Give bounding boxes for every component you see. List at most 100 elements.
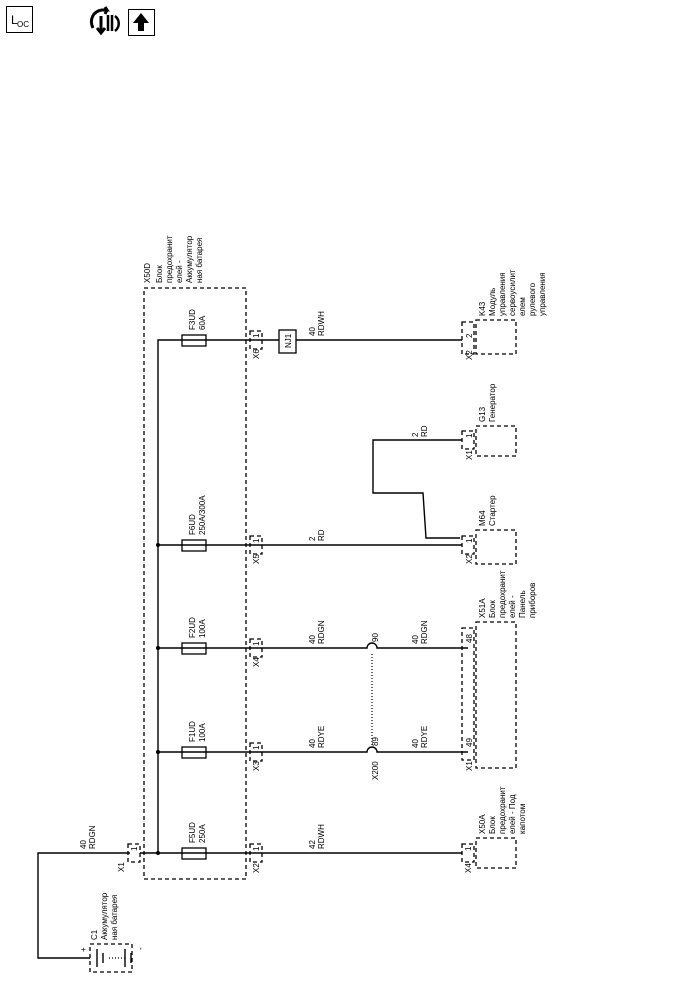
internal-bus — [140, 339, 182, 854]
fuse-block-name-4: Аккумулятор — [185, 235, 194, 283]
x51a-line1: Блок — [488, 600, 497, 618]
m64-pin: 1 — [465, 538, 474, 543]
wire-k43-color: RDWH — [317, 311, 326, 336]
battery-name-2: ная батарея — [110, 895, 119, 940]
wire-m64-size: 2 — [308, 536, 317, 541]
wire-rdye-after-color: RDYE — [420, 726, 429, 748]
k43-line4: елем — [518, 297, 527, 316]
fuse-f2ud-name: F2UD — [188, 617, 197, 638]
location-sublabel: OC — [17, 20, 29, 29]
input-pin: 1 — [130, 846, 139, 851]
x51a-line4: Панель — [518, 590, 527, 618]
x51a-pin-49: 49 — [465, 738, 474, 747]
connector-g13 — [461, 430, 475, 450]
battery-plus: + — [79, 947, 88, 952]
component-x50a — [475, 837, 517, 869]
fuse-f1ud-rating: 100A — [198, 723, 207, 742]
wire-rdgn-size: 40 — [308, 635, 317, 644]
connector-x50a — [461, 843, 475, 863]
g13-name: Генератор — [488, 383, 497, 422]
x50a-line3: елей - Под — [508, 794, 517, 834]
k43-line5: рулевого — [528, 282, 537, 316]
x200-ref: X200 — [371, 761, 380, 780]
g13-connector-ref: X1 — [465, 450, 474, 460]
connector-x6-pin: 1 — [252, 333, 261, 338]
k43-line1: Модуль — [488, 288, 497, 316]
x50a-line1: Блок — [488, 816, 497, 834]
fuse-block-name-2: предохранит — [165, 235, 174, 283]
wire-rdye-color: RDYE — [317, 726, 326, 748]
x50a-line4: капотом — [518, 804, 527, 834]
connector-x2-pin: 1 — [252, 846, 261, 851]
x51a-pin-48: 48 — [465, 634, 474, 643]
connector-x2-ref: X2 — [252, 863, 261, 873]
x200-pin-89: 89 — [371, 737, 380, 746]
wire-rdye-after-size: 40 — [411, 739, 420, 748]
x51a-connector-ref: X1 — [465, 761, 474, 771]
fuse-f3ud-rating: 60A — [198, 315, 207, 330]
input-connector-ref: X1 — [117, 862, 126, 872]
component-g13 — [475, 425, 517, 457]
location-label: L — [11, 13, 18, 27]
m64-name: Стартер — [488, 495, 497, 526]
connector-x4-pin: 1 — [252, 641, 261, 646]
k43-connector-ref: X2 — [465, 350, 474, 360]
battery-symbol — [89, 943, 133, 973]
x51a-line3: елей - — [508, 595, 517, 618]
component-m64 — [475, 529, 517, 565]
fuse-f6ud-name: F6UD — [188, 514, 197, 535]
connector-x3-pin: 1 — [252, 745, 261, 750]
connector-m64 — [461, 535, 475, 555]
location-button[interactable]: L OC — [6, 6, 33, 33]
k43-pin: 2 — [465, 333, 474, 338]
toolbar: L OC — [0, 0, 700, 46]
arrow-up-icon[interactable] — [128, 9, 155, 36]
x50a-ref: X50A — [478, 814, 487, 834]
connector-x4-ref: X4 — [252, 657, 261, 667]
wire-g13-color: RD — [420, 425, 429, 437]
connector-x51a — [461, 627, 475, 761]
x50a-connector-ref: X4 — [464, 863, 473, 873]
wiring-harness-icon[interactable] — [88, 6, 124, 36]
fuse-f2ud — [158, 642, 207, 655]
input-wire-size: 40 — [79, 840, 88, 849]
wire-rdgn-color: RDGN — [317, 620, 326, 644]
fuse-block-name-3: елей - — [175, 260, 184, 283]
fuse-block-name-5: ная батарея — [195, 238, 204, 283]
x50a-line2: предохранит — [498, 786, 507, 834]
g13-pin: 1 — [465, 433, 474, 438]
splice-nj1-ref: NJ1 — [284, 333, 293, 348]
fuse-f1ud-name: F1UD — [188, 721, 197, 742]
wire-rdgn-after-color: RDGN — [420, 620, 429, 644]
fuse-f1ud — [158, 746, 207, 759]
k43-line2: управления — [498, 272, 507, 316]
fuse-f5ud-name: F5UD — [188, 822, 197, 843]
wire-rdgn-after-size: 40 — [411, 635, 420, 644]
wire-g13-to-m64 — [372, 439, 462, 539]
component-k43 — [475, 319, 517, 355]
m64-ref: M64 — [478, 510, 487, 526]
m64-connector-ref: X2 — [465, 554, 474, 564]
wire-rdye — [262, 746, 468, 753]
wire-x50a-color: RDWH — [317, 824, 326, 849]
connector-x3-ref: X3 — [252, 761, 261, 771]
splice-nj1 — [278, 329, 297, 354]
x51a-line5: приборов — [528, 583, 537, 618]
fuse-f2ud-rating: 100A — [198, 619, 207, 638]
battery-minus: - — [136, 947, 145, 950]
fuse-f3ud-name: F3UD — [188, 309, 197, 330]
fuse-f3ud — [181, 334, 207, 347]
battery-name-1: Аккумулятор — [100, 892, 109, 940]
x200-pin-90: 90 — [371, 633, 380, 642]
wire-battery-input — [37, 852, 130, 959]
fuse-f5ud-rating: 250A — [198, 824, 207, 843]
wire-rdgn — [262, 642, 468, 649]
component-x51a — [475, 621, 517, 769]
wire-k43-size: 40 — [308, 327, 317, 336]
fuse-f6ud-rating: 250A/300A — [198, 495, 207, 535]
wire-m64-color: RD — [317, 529, 326, 541]
input-wire-color: RDGN — [88, 825, 97, 849]
fuse-f5ud — [158, 847, 207, 860]
fuse-block-ref: X50D — [143, 263, 152, 283]
